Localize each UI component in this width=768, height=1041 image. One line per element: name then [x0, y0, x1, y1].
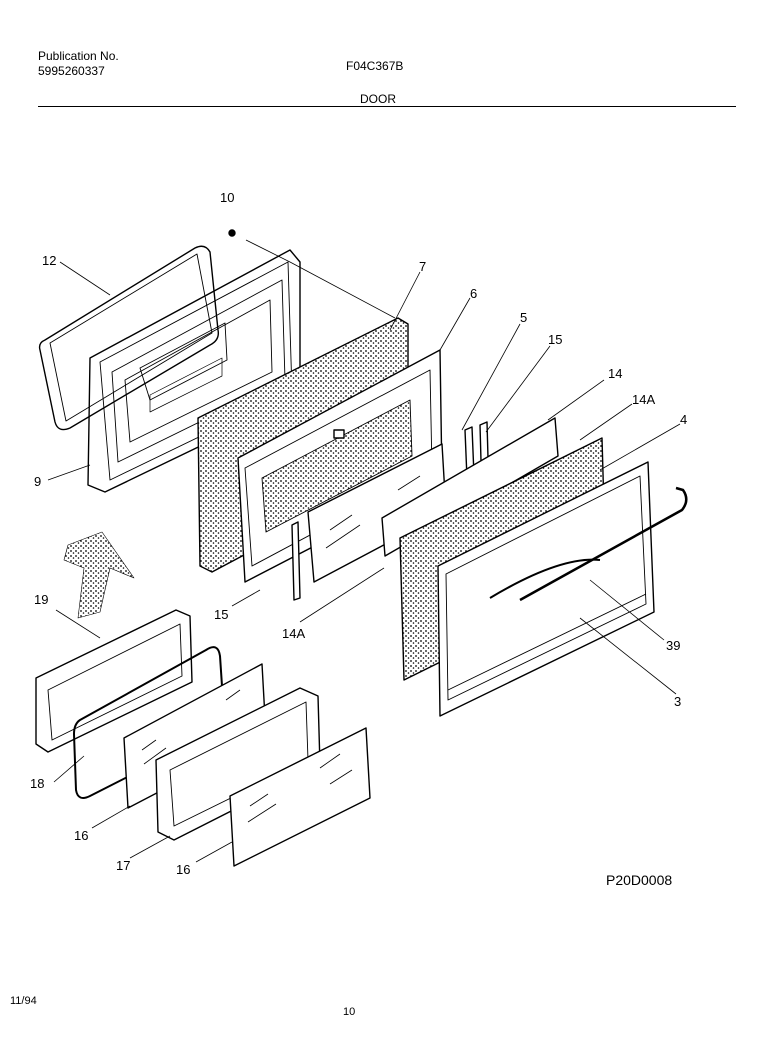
model-number: F04C367B: [346, 59, 404, 73]
callout-39: 39: [666, 638, 680, 653]
callout-15-lower: 15: [214, 607, 228, 622]
callout-14A-upper: 14A: [632, 392, 655, 407]
callout-3: 3: [674, 694, 681, 709]
diagram-code: P20D0008: [606, 872, 673, 888]
part-14-glass: [381, 417, 559, 557]
callout-10: 10: [220, 190, 234, 205]
part-16-glass-lower: [229, 727, 371, 867]
part-6-inner-panel: [237, 349, 443, 583]
callout-6: 6: [470, 286, 477, 301]
part-19-frame: [35, 609, 193, 753]
part-12-gasket: [38, 245, 220, 431]
callout-16-right: 16: [176, 862, 190, 877]
leader-lines: [47, 261, 681, 863]
page-number: 10: [343, 1006, 356, 1018]
callout-16-left: 16: [74, 828, 88, 843]
direction-arrow: [63, 531, 135, 619]
callout-17: 17: [116, 858, 130, 873]
callout-14: 14: [608, 366, 622, 381]
callout-19: 19: [34, 592, 48, 607]
callout-4: 4: [680, 412, 687, 427]
section-title: DOOR: [360, 92, 396, 106]
callout-12: 12: [42, 253, 56, 268]
header-rule: [38, 106, 736, 107]
callout-15-upper: 15: [548, 332, 562, 347]
publication-label: Publication No.: [38, 49, 119, 63]
revision-date: 11/94: [10, 995, 37, 1007]
callout-18: 18: [30, 776, 44, 791]
callout-14A-lower: 14A: [282, 626, 305, 641]
publication-number: 5995260337: [38, 64, 105, 78]
callout-7: 7: [419, 259, 426, 274]
callout-9: 9: [34, 474, 41, 489]
part-9-door-liner: [87, 229, 301, 493]
callout-5: 5: [520, 310, 527, 325]
door-handle: [519, 486, 688, 602]
